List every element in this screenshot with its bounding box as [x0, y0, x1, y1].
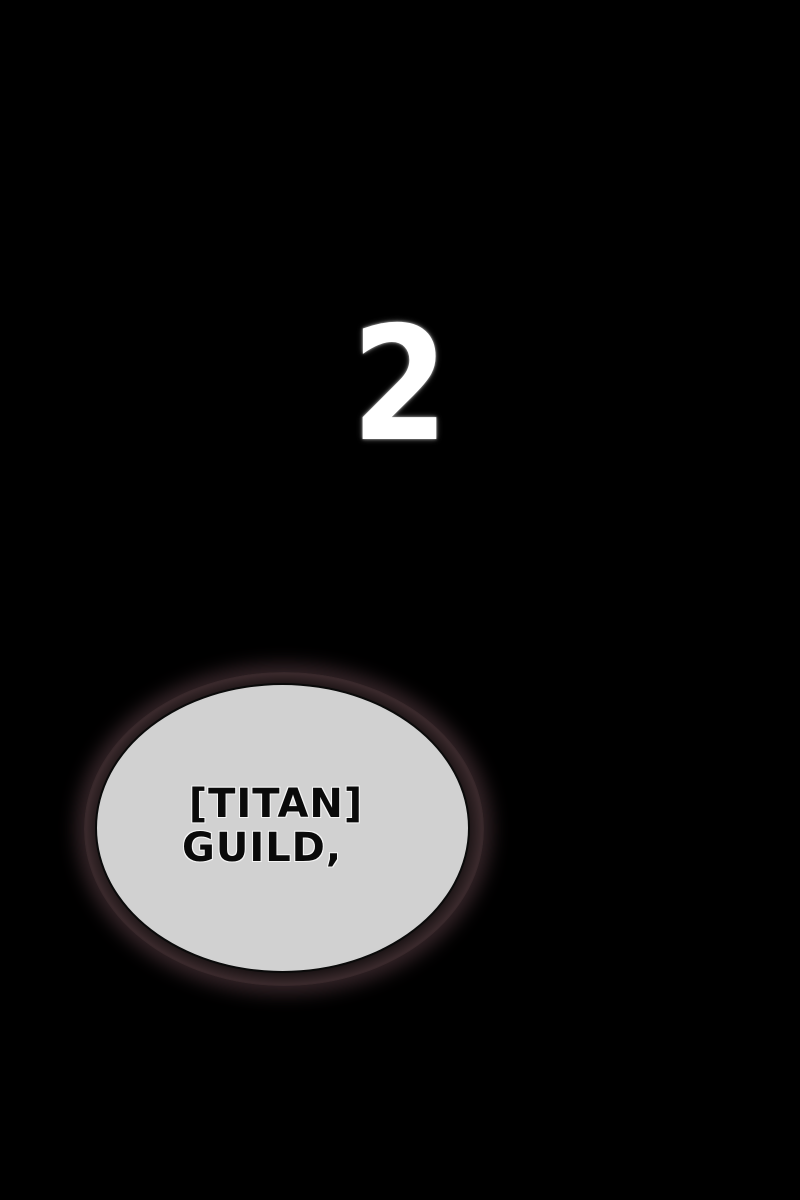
speech-line-1: [TITAN]: [188, 781, 364, 827]
speech-bubble-text: [TITAN] GUILD,: [170, 782, 390, 870]
chapter-number: 2: [351, 293, 449, 477]
speech-line-2: GUILD,: [182, 825, 343, 871]
speech-bubble: [95, 683, 470, 973]
